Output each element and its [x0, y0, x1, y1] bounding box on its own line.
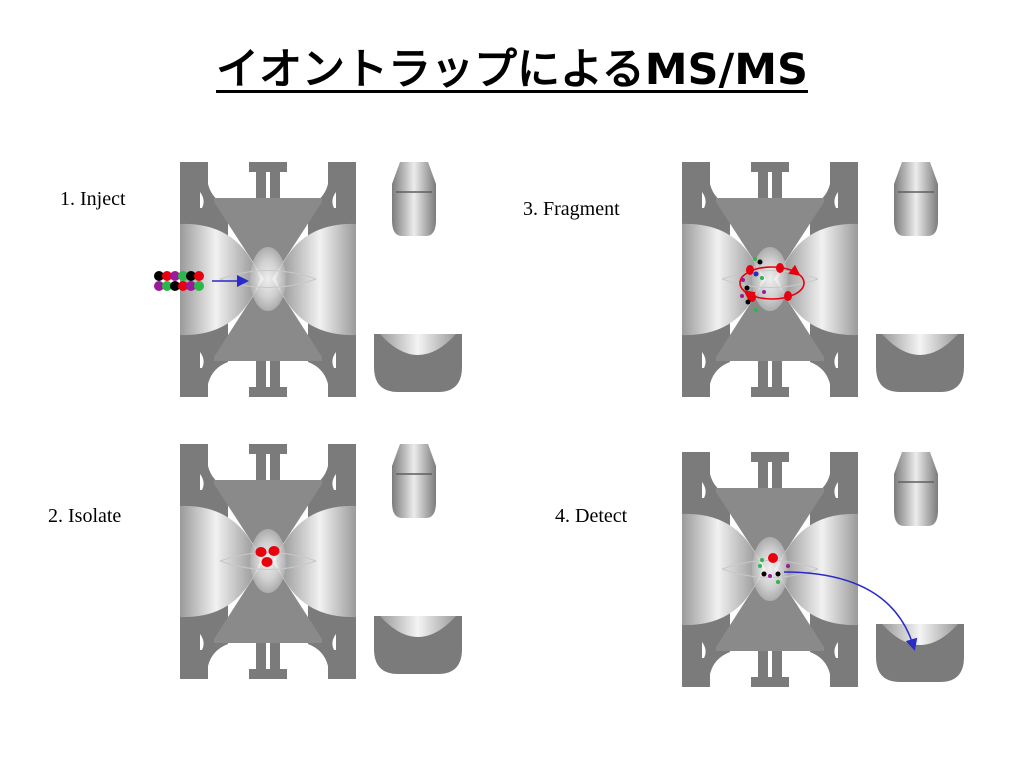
slide-title: イオントラップによるMS/MS: [216, 45, 808, 95]
isolated-ion-cluster: [255, 546, 280, 567]
ion-trap-apparatus: [179, 161, 463, 398]
trap-panel-inject: [154, 161, 463, 398]
ion-cluster-inject: [154, 271, 204, 291]
step-label-detect: 4. Detect: [555, 505, 628, 527]
step-label-fragment: 3. Fragment: [523, 198, 620, 220]
fragment-ions: [740, 257, 792, 312]
detected-ions: [758, 553, 790, 584]
ion-trap-apparatus: [179, 443, 463, 680]
trap-panel-detect: [681, 451, 965, 688]
ion-trajectory-arrow: [783, 571, 918, 651]
trap-panel-isolate: [179, 443, 463, 680]
step-label-inject: 1. Inject: [60, 188, 126, 210]
ion-trap-apparatus: [681, 451, 965, 688]
step-label-isolate: 2. Isolate: [48, 505, 122, 527]
ion-trap-apparatus: [681, 161, 965, 398]
trap-panel-fragment: [681, 161, 965, 398]
